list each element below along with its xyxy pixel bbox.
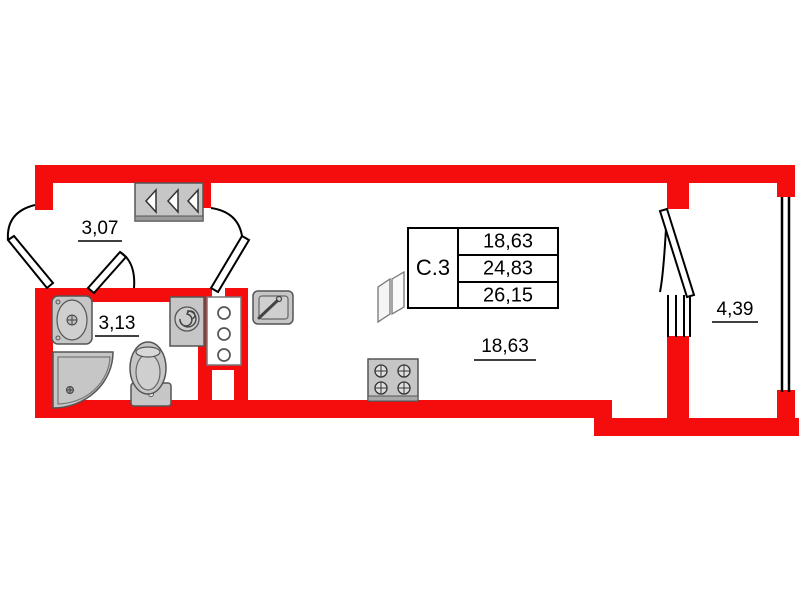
entrance-door-arc [6,204,36,241]
fixture-group [51,182,419,409]
wall-balcony-right-top [777,165,795,197]
wall-bottom-main [35,400,610,418]
wall-left-lower [35,288,53,418]
room-label-living-kitchen: 18,63 [474,336,536,361]
hanger-icon-1 [144,188,157,214]
hanger-icon-3 [186,188,199,214]
room-label-bathroom: 3,13 [95,313,139,337]
room-label-balcony: 4,39 [712,299,758,323]
table-unit-id: C.3 [416,255,450,280]
room-label-hallway-text: 3,07 [82,218,119,239]
entrance-door-leaf [6,234,55,290]
hallway-room-door-leaf [209,234,251,294]
washing-machine [169,296,205,347]
cooking-stove [367,358,419,402]
kitchen-sink [252,290,294,325]
toilet [129,341,172,407]
wall-balcony-divider-lower [667,336,689,418]
wall-structure [35,165,799,436]
table-area-row-2: 24,83 [483,257,533,279]
room-area-labels: 3,07 3,13 18,63 4,39 [78,218,758,361]
info-table: C.3 18,63 24,83 26,15 [407,227,559,309]
balcony-glazing [667,197,791,392]
faucet-icon [257,299,279,320]
room-label-hallway: 3,07 [78,218,122,242]
room-label-balcony-text: 4,39 [717,299,754,320]
decor-panel [377,270,405,324]
wall-top-right-return [667,183,685,209]
wall-bottom-right [594,418,799,436]
shower-tray [52,351,114,409]
washbasin [51,295,93,345]
wall-top-main [35,165,685,183]
door-group [6,204,696,299]
table-area-row-3: 26,15 [483,284,533,306]
wall-balcony-right-bottom [777,390,795,436]
wardrobe-closet [134,182,204,222]
table-area-row-1: 18,63 [483,230,533,252]
wall-top-balcony [667,165,795,183]
bathroom-door-leaf [86,250,128,295]
wall-alcove-left [35,183,53,205]
shelf-unit [206,296,242,366]
balcony-door-leaf [658,207,696,299]
hallway-room-door-arc [210,207,243,237]
room-label-bathroom-text: 3,13 [99,313,136,334]
room-label-living-kitchen-text: 18,63 [481,336,529,357]
hanger-icon-2 [166,188,179,214]
